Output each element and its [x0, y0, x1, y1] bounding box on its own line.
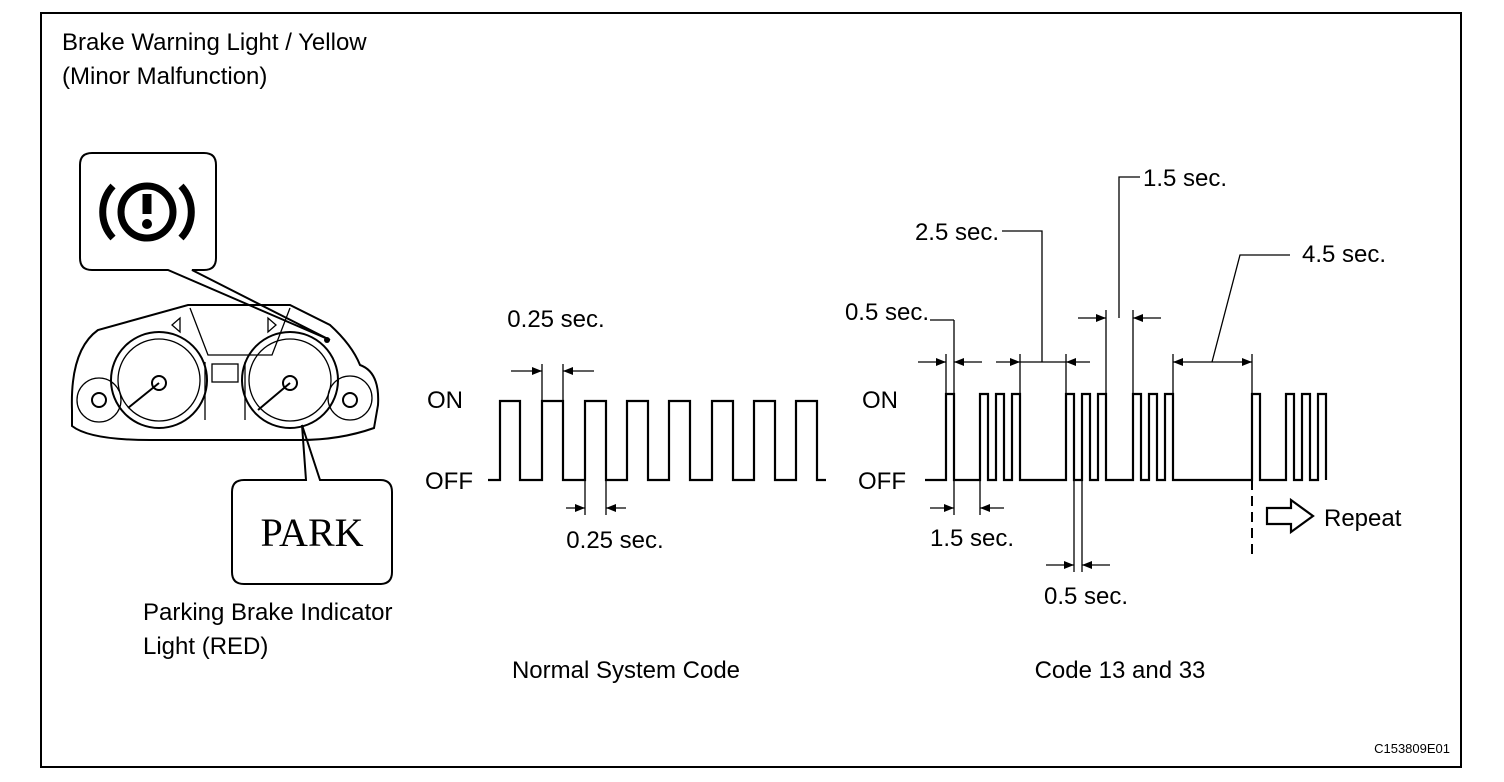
- code-off-label: OFF: [858, 468, 906, 495]
- code-13-33-caption: Code 13 and 33: [1035, 657, 1206, 684]
- code-gap-leader: [1002, 230, 1043, 362]
- park-callout: [231, 424, 393, 585]
- brake-warning-icon: [99, 182, 195, 242]
- hollow-right-arrow-icon: [1265, 497, 1315, 535]
- park-caption-line-1: Parking Brake Indicator: [143, 599, 392, 626]
- normal-code-waveform: [488, 399, 826, 482]
- figure-id: C153809E01: [1374, 741, 1450, 756]
- code-13-33-waveform: [925, 392, 1328, 482]
- normal-code-timing: ON OFF 0.25 sec. 0.25 sec. Normal System…: [425, 306, 826, 684]
- normal-on-duration-label: 0.25 sec.: [507, 306, 604, 333]
- park-caption-line-2: Light (RED): [143, 633, 268, 660]
- code-repeat-gap-leader: [1211, 254, 1290, 363]
- code-gap-label: 2.5 sec.: [915, 219, 999, 246]
- code-short-off-label: 0.5 sec.: [1044, 583, 1128, 610]
- diagram-frame: [40, 12, 1462, 768]
- repeat-label: Repeat: [1324, 505, 1402, 532]
- code-long-off-label: 1.5 sec.: [930, 525, 1014, 552]
- code-13-33-timing: ON OFF 0.5 sec. 2.5 sec. 1.5 sec. 4.5 se…: [845, 165, 1402, 684]
- instrument-cluster-icon: [70, 304, 380, 441]
- code-repeat-gap-label: 4.5 sec.: [1302, 241, 1386, 268]
- code-digit-gap-leader: [1118, 176, 1140, 318]
- park-badge-text: PARK: [260, 510, 363, 555]
- code-digit-gap-label: 1.5 sec.: [1143, 165, 1227, 192]
- code-short-on-label: 0.5 sec.: [845, 299, 929, 326]
- normal-off-duration-label: 0.25 sec.: [566, 527, 663, 554]
- normal-off-label: OFF: [425, 468, 473, 495]
- title-line-1: Brake Warning Light / Yellow: [62, 29, 367, 56]
- brake-warning-callout: [79, 152, 331, 341]
- normal-code-caption: Normal System Code: [512, 657, 740, 684]
- code-on-label: ON: [862, 387, 898, 414]
- normal-on-label: ON: [427, 387, 463, 414]
- title-line-2: (Minor Malfunction): [62, 63, 267, 90]
